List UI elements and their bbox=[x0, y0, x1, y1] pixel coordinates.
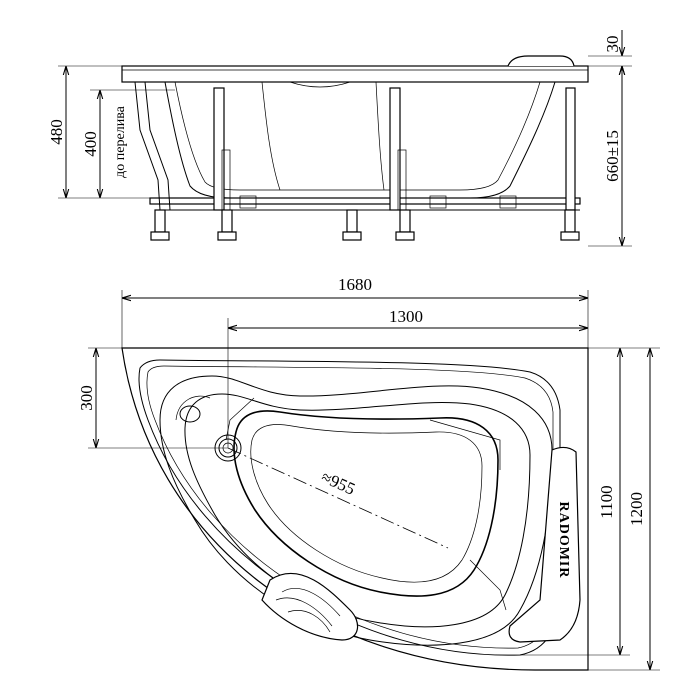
brand-logo: RADOMIR bbox=[556, 502, 571, 579]
adjustable-feet bbox=[150, 209, 580, 241]
dim-overall-length: 1680 bbox=[338, 275, 372, 294]
diagonal-center-line bbox=[227, 447, 449, 549]
dim-overall-width: 1200 bbox=[627, 492, 646, 526]
plan-view: RADOMIR ≈955 1680 1300 300 1100 1200 bbox=[77, 275, 660, 671]
dim-drain-offset: 300 bbox=[77, 385, 96, 411]
overflow-hole bbox=[179, 405, 201, 423]
frame-leg bbox=[565, 87, 576, 211]
dim-inner-width: 1100 bbox=[597, 485, 616, 518]
bathtub-rim bbox=[121, 65, 589, 83]
dim-overflow-height: 400 bbox=[81, 131, 100, 157]
dim-rim-thickness: 30 bbox=[603, 36, 622, 53]
overflow-note: до перелива bbox=[113, 105, 128, 177]
frame-bar bbox=[149, 197, 581, 205]
dim-total-height: 480 bbox=[47, 119, 66, 145]
headrest-profile bbox=[507, 55, 575, 67]
frame-leg bbox=[213, 87, 225, 211]
frame-leg bbox=[389, 87, 401, 211]
logo-panel bbox=[508, 446, 581, 643]
dim-inner-length: 1300 bbox=[389, 307, 423, 326]
bowl-floor bbox=[233, 410, 499, 597]
side-view: 30 660±15 480 400 до перелива bbox=[47, 30, 632, 247]
dim-leg-height: 660±15 bbox=[603, 130, 622, 182]
